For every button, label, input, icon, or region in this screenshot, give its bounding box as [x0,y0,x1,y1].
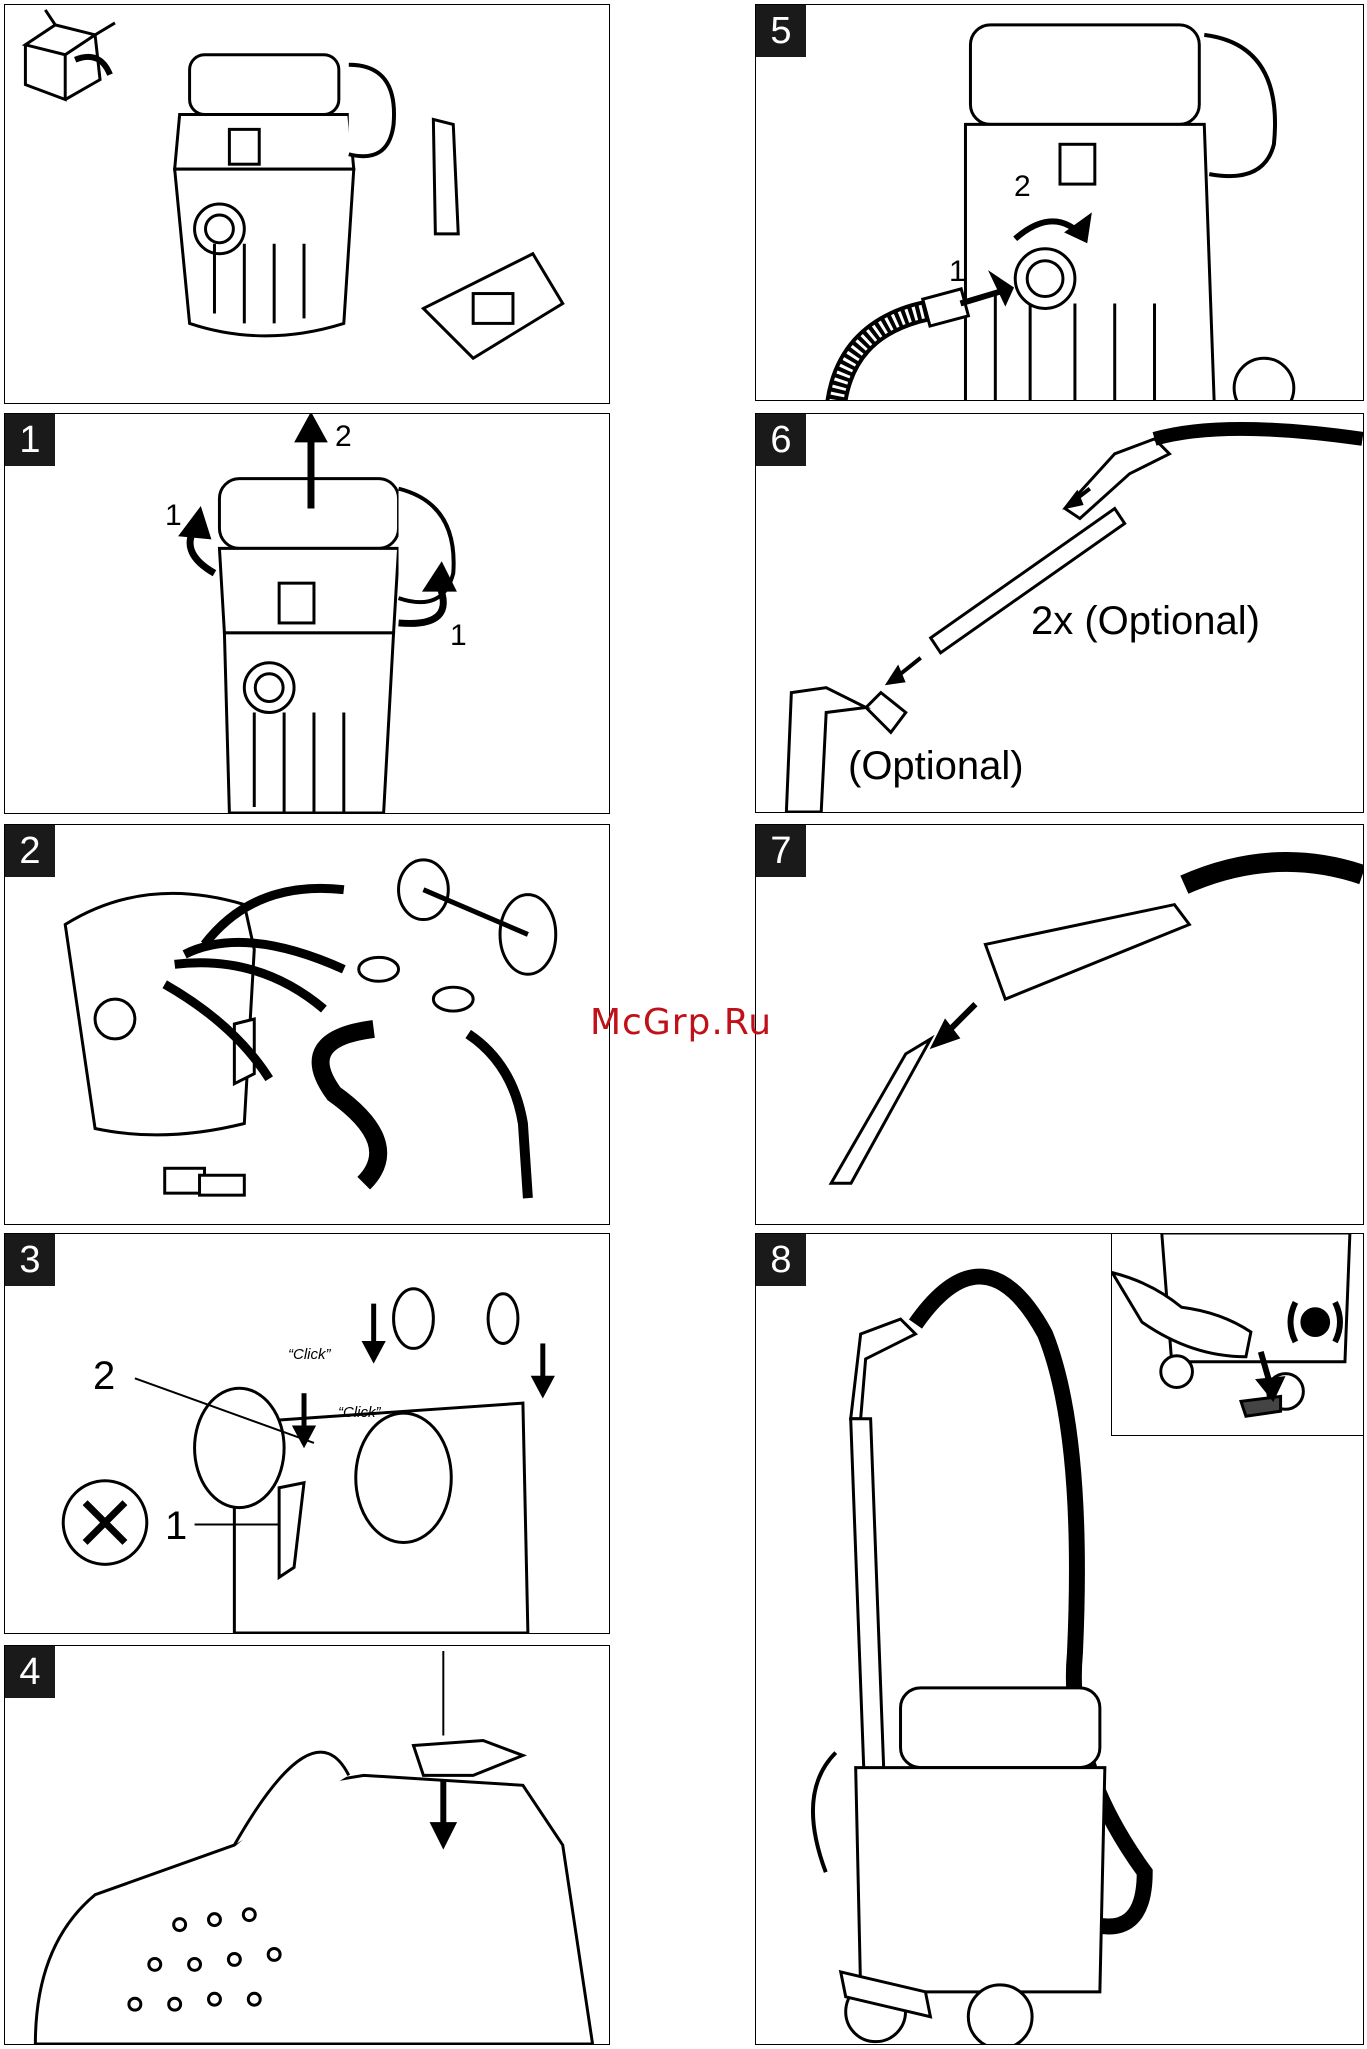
step-badge: 5 [756,5,806,57]
panel-step-7: 7 [755,824,1364,1225]
click-label: “Click” [288,1346,331,1363]
wheel-icon [399,860,556,974]
vacuum-cleaner-icon [970,25,1199,124]
optional-2x-label: 2x (Optional) [1031,599,1260,644]
label-1: 1 [949,255,966,289]
panel-step-4: 4 [4,1645,610,2045]
label-2: 2 [93,1354,115,1399]
unbox-icon [25,10,115,100]
watermark: McGrp.Ru [590,1002,772,1043]
hose-icon [321,1029,379,1183]
foot-brake-icon [1112,1233,1364,1435]
click-label: “Click” [338,1404,381,1421]
panel-step-1: 1 2 1 1 [4,413,610,814]
step-badge: 8 [756,1234,806,1286]
panel-step-2: 2 [4,824,610,1225]
label-1: 1 [165,1504,187,1549]
panel-step-3: 3 2 1 “Click” “Click” [4,1233,610,1634]
panel-unpack [4,4,610,404]
step-badge: 4 [5,1646,55,1698]
step-badge: 6 [756,414,806,466]
panel-step-8: 8 [755,1233,1364,2045]
step-badge: 1 [5,414,55,466]
arrow-icon [889,489,1090,683]
inset-brake-detail [1111,1233,1364,1436]
step-badge: 3 [5,1234,55,1286]
label-1: 1 [165,499,182,533]
optional-label: (Optional) [848,744,1024,789]
label-2: 2 [1014,170,1031,204]
crevice-nozzle-icon [831,1039,931,1183]
panel-step-6: 6 2x (Optional) (Optional) [755,413,1364,813]
no-screw-icon [63,1481,147,1565]
step-badge: 2 [5,825,55,877]
step-badge: 7 [756,825,806,877]
handle-icon [985,905,1189,1000]
vacuum-cleaner-icon [5,5,609,403]
panel-step-5: 5 1 2 [755,4,1364,401]
label-2: 2 [335,420,352,454]
arrow-icon [936,1004,976,1044]
vacuum-cleaner-icon [901,1688,1100,1768]
label-1: 1 [450,619,467,653]
container-icon [65,893,254,1134]
